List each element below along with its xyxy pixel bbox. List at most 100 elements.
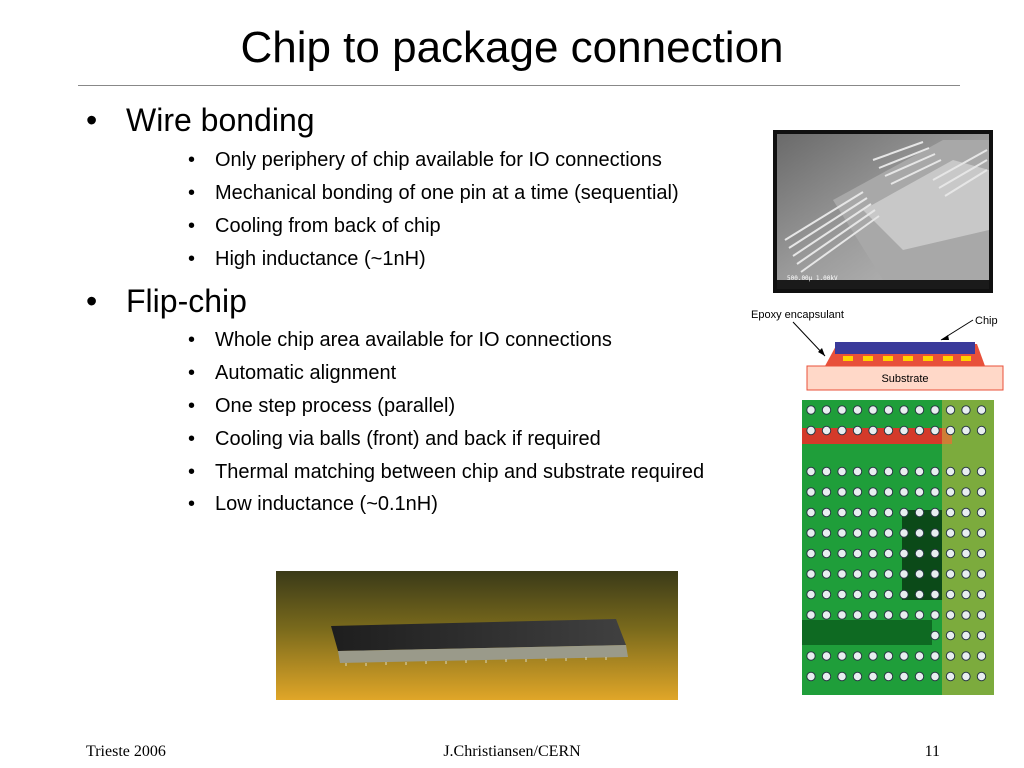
title-divider: [78, 85, 960, 86]
solder-bump: [868, 487, 878, 497]
solder-bump: [914, 507, 925, 518]
list-item: •One step process (parallel): [188, 395, 456, 417]
solder-bump: [868, 610, 878, 620]
flip-chip-cross-section: Epoxy encapsulant Chip Substrate: [751, 309, 1004, 391]
solder-bump: [945, 507, 956, 518]
solder-bump: [852, 528, 863, 538]
solder-bump: [837, 507, 847, 518]
solder-bump: [899, 548, 909, 559]
solder-bump: [930, 466, 940, 477]
solder-bump: [930, 630, 940, 641]
solder-bump: [883, 651, 894, 661]
solder-bump: [945, 528, 956, 538]
solder-bump: [930, 425, 940, 436]
solder-bump: [837, 405, 847, 415]
solder-bump: [821, 466, 832, 477]
solder-bump: [914, 425, 925, 436]
solder-bump: [899, 589, 909, 600]
solder-bump: [961, 487, 971, 497]
solder-bump: [806, 405, 816, 415]
list-item: •High inductance (~1nH): [188, 248, 426, 270]
flip-chip-die-photo: [802, 400, 994, 695]
solder-bump: [883, 610, 894, 620]
solder-bump: [930, 528, 940, 538]
list-item: •Low inductance (~0.1nH): [188, 493, 438, 515]
solder-bump: [945, 651, 956, 661]
footer-left: Trieste 2006: [86, 743, 166, 760]
bullet-flip-chip: •Flip-chip: [86, 283, 247, 319]
solder-bump: [883, 671, 894, 682]
footer-center: J.Christiansen/CERN: [443, 743, 581, 760]
solder-bump: [868, 589, 878, 600]
solder-bump: [852, 507, 863, 518]
solder-bump: [821, 548, 832, 559]
section-heading: Wire bonding: [126, 102, 315, 138]
solder-bump: [961, 405, 971, 415]
solder-bump: [961, 630, 971, 641]
solder-bump: [930, 589, 940, 600]
solder-bump: [961, 569, 971, 579]
solder-bump: [945, 671, 956, 682]
solder-bump: [883, 507, 894, 518]
solder-bump: [868, 651, 878, 661]
list-item: •Whole chip area available for IO connec…: [188, 329, 612, 351]
solder-bump: [806, 425, 816, 436]
page-number: 11: [924, 743, 940, 760]
solder-bump: [914, 466, 925, 477]
solder-bump: [837, 589, 847, 600]
solder-bump: [961, 671, 971, 682]
solder-bump: [976, 487, 987, 497]
solder-bump: [837, 671, 847, 682]
epoxy-label: Epoxy encapsulant: [751, 309, 844, 321]
solder-bump: [914, 487, 925, 497]
solder-bump: [899, 528, 909, 538]
solder-bump: [961, 528, 971, 538]
solder-bump: [914, 528, 925, 538]
list-item: •Mechanical bonding of one pin at a time…: [188, 182, 679, 204]
list-item: •Cooling from back of chip: [188, 215, 441, 237]
solder-bump: [945, 487, 956, 497]
solder-bump: [852, 589, 863, 600]
solder-bump: [883, 405, 894, 415]
list-item: •Thermal matching between chip and subst…: [188, 461, 705, 483]
solder-bump: [852, 569, 863, 579]
sem-caption: 500.00µ 1.00kV: [787, 275, 838, 282]
solder-bump: [976, 630, 987, 641]
solder-bump: [914, 548, 925, 559]
solder-bump: [976, 528, 987, 538]
solder-bump: [806, 651, 816, 661]
solder-bump: [837, 651, 847, 661]
solder-bump: [806, 466, 816, 477]
solder-bump: [821, 487, 832, 497]
solder-bump: [945, 589, 956, 600]
solder-bump: [883, 487, 894, 497]
solder-bump: [806, 569, 816, 579]
solder-bump: [868, 548, 878, 559]
solder-bump: [852, 466, 863, 477]
flip-chip-side-image: [276, 571, 678, 700]
solder-bump: [868, 405, 878, 415]
solder-bump: [945, 630, 956, 641]
solder-bump: [945, 405, 956, 415]
bullet-wire-bonding: •Wire bonding: [86, 102, 315, 138]
solder-bump: [976, 610, 987, 620]
solder-bump: [806, 528, 816, 538]
solder-bump: [852, 548, 863, 559]
solder-bump: [914, 569, 925, 579]
flip-chip-diagram: Epoxy encapsulant Chip Substrate: [745, 304, 1010, 396]
solder-bump: [914, 651, 925, 661]
solder-bump: [821, 405, 832, 415]
section-heading: Flip-chip: [126, 283, 247, 319]
solder-bump: [868, 569, 878, 579]
wire-bond-sem-photo: 500.00µ 1.00kV: [773, 130, 993, 293]
solder-bump: [976, 507, 987, 518]
solder-bump: [837, 528, 847, 538]
solder-bump: [821, 671, 832, 682]
solder-bump: [961, 589, 971, 600]
solder-bump: [852, 487, 863, 497]
solder-bump: [914, 589, 925, 600]
flip-chip-die-image: [802, 400, 994, 695]
solder-bump: [976, 569, 987, 579]
solder-bump: [945, 610, 956, 620]
solder-bump: [945, 425, 956, 436]
